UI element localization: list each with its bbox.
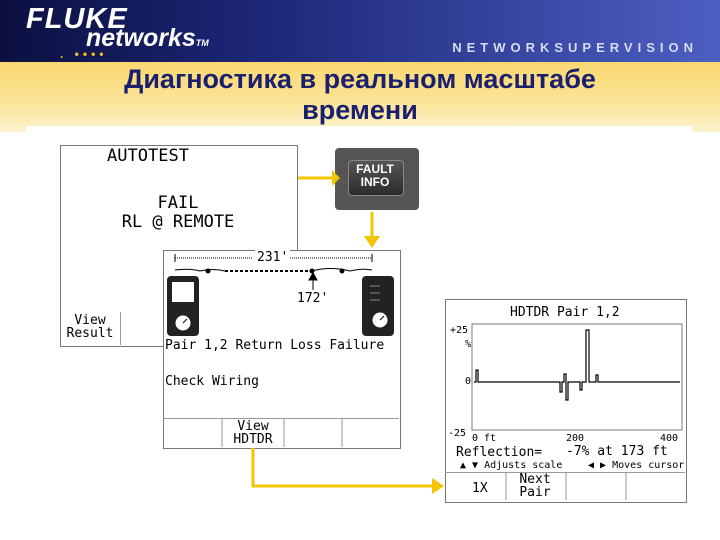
fault-key-line1: FAULT xyxy=(356,162,394,176)
title-line-2: времени xyxy=(302,95,418,125)
softkey-row-divider xyxy=(445,472,685,473)
tm-mark: TM xyxy=(195,38,209,48)
softkey-row-divider xyxy=(163,418,399,419)
cable-length-label: 231' xyxy=(255,250,291,265)
slide-title: Диагностика в реальном масштабе времени xyxy=(40,64,680,126)
reflection-value: -7% at 173 ft xyxy=(566,444,668,459)
advice-message: Check Wiring xyxy=(165,374,259,389)
softkey-label-line1: View xyxy=(74,313,106,328)
fault-key-line2: INFO xyxy=(360,175,390,189)
flow-arrows xyxy=(251,176,432,488)
x-axis-end-label: 400 xyxy=(660,433,679,444)
y-axis-top-label: +25 xyxy=(450,325,469,336)
fluke-logo: FLUKE xyxy=(26,3,128,35)
y-axis-bottom-label: -25 xyxy=(448,428,467,439)
arrowhead-left-tip xyxy=(332,170,340,186)
fault-info-button[interactable] xyxy=(348,160,404,196)
title-line-1: Диагностика в реальном масштабе xyxy=(124,64,596,94)
y-axis-zero-label: 0 xyxy=(465,376,472,387)
brand-sub-text: networks xyxy=(86,24,196,52)
hdtdr-title: HDTDR Pair 1,2 xyxy=(510,305,620,320)
fault-info-label: FAULT INFO xyxy=(348,163,402,189)
view-result-softkey[interactable]: View Result xyxy=(62,314,118,340)
autotest-result-status: FAIL xyxy=(157,193,199,213)
softkey-label-line2: Result xyxy=(66,326,114,341)
zoom-softkey[interactable]: 1X xyxy=(472,481,488,496)
view-hdtdr-softkey[interactable]: View HDTDR xyxy=(225,420,281,446)
hdtdr-plot xyxy=(471,323,683,431)
arrowhead-down xyxy=(364,236,380,248)
main-tester-icon xyxy=(167,276,199,336)
move-cursor-hint: ◀ ▶ Moves cursor xyxy=(588,460,685,471)
softkey-divider xyxy=(120,312,121,345)
networks-logo: networksTM xyxy=(86,24,209,53)
remote-tester-icon xyxy=(362,276,394,336)
header-banner xyxy=(0,0,720,62)
tagline: NETWORKSUPERVISION xyxy=(452,40,698,55)
wiremap-screen xyxy=(163,250,401,449)
next-pair-softkey[interactable]: Next Pair xyxy=(512,473,558,499)
y-axis-unit: % xyxy=(465,339,472,350)
hdtdr-screen xyxy=(445,299,687,503)
x-axis-mid-label: 200 xyxy=(566,433,585,444)
softkey-label-line2: Pair xyxy=(519,485,551,500)
hdtdr-trace xyxy=(474,329,680,401)
autotest-title: AUTOTEST xyxy=(107,146,189,166)
softkey-label-line1: Next xyxy=(519,472,551,487)
arrow-wiremap-to-hdtdr xyxy=(251,448,432,488)
logo-dots: . •••• xyxy=(60,47,108,61)
adjust-scale-hint: ▲ ▼ Adjusts scale xyxy=(460,460,563,471)
arrowhead-right xyxy=(432,478,444,494)
autotest-result-detail: RL @ REMOTE xyxy=(121,212,235,232)
failure-message: Pair 1,2 Return Loss Failure xyxy=(165,338,385,353)
x-axis-start-label: 0 ft xyxy=(472,433,497,444)
softkey-label-line1: View xyxy=(237,419,269,434)
cable-diagram xyxy=(174,254,373,290)
title-band xyxy=(0,62,720,132)
fault-distance-label: 172' xyxy=(297,291,329,306)
softkey-label-line2: HDTDR xyxy=(233,432,273,447)
reflection-label: Reflection= xyxy=(456,445,543,460)
